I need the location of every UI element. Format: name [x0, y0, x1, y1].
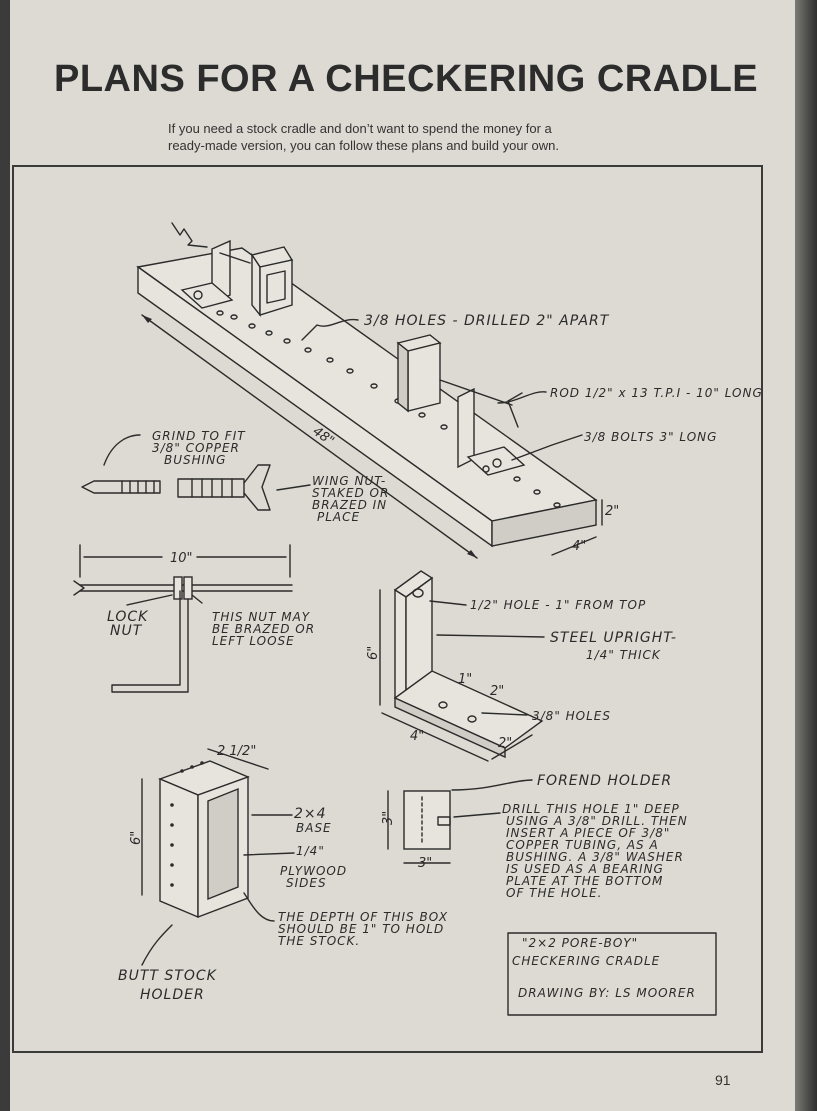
svg-text:NUT: NUT — [110, 623, 143, 639]
svg-text:LEFT LOOSE: LEFT LOOSE — [212, 634, 295, 648]
svg-text:SIDES: SIDES — [286, 876, 327, 890]
handle-length-dimension: 10" — [170, 551, 193, 566]
svg-text:STEEL UPRIGHT-: STEEL UPRIGHT- — [550, 630, 677, 646]
holder-front — [159, 777, 199, 919]
credit-line-2: CHECKERING CRADLE — [512, 954, 660, 968]
svg-text:THIS NUT MAY: THIS NUT MAY — [212, 610, 311, 624]
base-end-face — [491, 499, 597, 547]
subtitle-line-2: ready-made version, you can follow these… — [168, 138, 559, 153]
right-wing-nut-icon — [507, 392, 523, 428]
svg-text:1/4" THICK: 1/4" THICK — [586, 648, 661, 662]
forend-block-detail — [403, 790, 451, 850]
book-spine — [795, 0, 817, 1111]
left-rod — [219, 252, 251, 264]
svg-text:STAKED OR: STAKED OR — [312, 486, 389, 500]
svg-text:4": 4" — [410, 729, 424, 744]
svg-text:DRILL THIS HOLE 1" DEEP: DRILL THIS HOLE 1" DEEP — [502, 802, 680, 816]
svg-text:BASE: BASE — [296, 821, 332, 835]
svg-text:2 1/2": 2 1/2" — [217, 744, 256, 759]
svg-text:2": 2" — [498, 736, 512, 751]
svg-text:INSERT A PIECE OF 3/8": INSERT A PIECE OF 3/8" — [506, 826, 670, 840]
page-subtitle: If you need a stock cradle and don’t wan… — [168, 120, 668, 154]
butt-stock-holder: 2 1/2" 6" 2×4 BASE 1/4" PLYWOOD SIDES TH… — [118, 744, 448, 1003]
svg-text:WING NUT-: WING NUT- — [312, 474, 386, 488]
svg-text:USING A 3/8" DRILL. THEN: USING A 3/8" DRILL. THEN — [506, 814, 688, 828]
svg-text:PLATE AT THE BOTTOM: PLATE AT THE BOTTOM — [506, 874, 663, 888]
svg-text:3": 3" — [381, 811, 396, 825]
book-page: PLANS FOR A CHECKERING CRADLE If you nee… — [10, 0, 795, 1111]
credit-line-1: "2×2 PORE-BOY" — [522, 936, 638, 950]
drawing-frame — [12, 165, 763, 1053]
forend-block — [259, 259, 293, 316]
rod-label: ROD 1/2" x 13 T.P.I - 10" LONG — [550, 386, 763, 400]
svg-text:THE STOCK.: THE STOCK. — [278, 934, 360, 948]
svg-text:HOLDER: HOLDER — [140, 987, 205, 1003]
plan-drawing: 48" 2" 4" 3/8 HOLES - DRILLED 2" APART R… — [73, 222, 763, 1016]
rod-detail: GRIND TO FIT 3/8" COPPER BUSHING WING NU… — [81, 429, 389, 524]
svg-text:THE DEPTH OF THIS BOX: THE DEPTH OF THIS BOX — [278, 910, 448, 924]
svg-text:BRAZED IN: BRAZED IN — [312, 498, 387, 512]
right-rod — [439, 379, 513, 406]
svg-text:2×4: 2×4 — [294, 806, 327, 822]
forend-title: FOREND HOLDER — [537, 773, 672, 789]
upright-detail: 6" 4" 2" 1" 2" 1/2" HOLE - 1" FROM TOP S… — [366, 570, 677, 762]
svg-text:6": 6" — [366, 646, 381, 660]
svg-text:BUSHING: BUSHING — [164, 453, 226, 467]
svg-text:3": 3" — [418, 856, 432, 871]
credit-box: "2×2 PORE-BOY" CHECKERING CRADLE DRAWING… — [507, 932, 717, 1016]
height-dimension: 2" — [605, 504, 619, 519]
svg-text:2": 2" — [490, 684, 504, 699]
bolts-label: 3/8 BOLTS 3" LONG — [584, 430, 717, 444]
right-upright-foot — [466, 446, 526, 476]
svg-text:BE BRAZED OR: BE BRAZED OR — [212, 622, 315, 636]
svg-text:BUSHING. A 3/8" WASHER: BUSHING. A 3/8" WASHER — [506, 850, 684, 864]
wing-nut-icon — [243, 464, 271, 511]
svg-text:6": 6" — [129, 831, 144, 845]
svg-text:1/4": 1/4" — [296, 844, 325, 858]
svg-text:LOCK: LOCK — [107, 609, 149, 625]
svg-text:BUTT STOCK: BUTT STOCK — [118, 968, 218, 984]
main-base-board: 48" 2" 4" — [136, 222, 619, 559]
svg-text:IS USED AS A BEARING: IS USED AS A BEARING — [506, 862, 664, 876]
page-title: PLANS FOR A CHECKERING CRADLE — [54, 58, 759, 100]
lock-nut — [173, 576, 183, 600]
ground-rod-end — [81, 480, 161, 494]
length-dimension-line — [141, 314, 478, 559]
width-dimension: 4" — [572, 539, 586, 554]
svg-text:3/8" COPPER: 3/8" COPPER — [152, 441, 240, 455]
handle-detail: 10" LOCK NUT THIS NUT MAY BE BRAZED OR L… — [73, 544, 315, 693]
left-upright-foot — [180, 282, 234, 309]
base-holes — [216, 310, 561, 508]
upright-hole — [412, 588, 424, 598]
forend-holder: 3" 3" FOREND HOLDER DRILL THIS HOLE 1" D… — [381, 773, 688, 900]
left-wing-nut-icon — [171, 222, 208, 248]
holes-label: 3/8 HOLES - DRILLED 2" APART — [364, 313, 610, 329]
svg-text:COPPER TUBING, AS A: COPPER TUBING, AS A — [506, 838, 659, 852]
svg-text:3/8" HOLES: 3/8" HOLES — [532, 709, 611, 723]
svg-text:OF THE HOLE.: OF THE HOLE. — [506, 886, 602, 900]
credit-line-3: DRAWING BY: LS MOORER — [518, 986, 696, 1000]
middle-block — [407, 342, 441, 412]
svg-text:PLYWOOD: PLYWOOD — [280, 864, 347, 878]
svg-text:1": 1" — [458, 672, 472, 687]
svg-text:SHOULD BE 1" TO HOLD: SHOULD BE 1" TO HOLD — [278, 922, 444, 936]
upright-hole-label: 1/2" HOLE - 1" FROM TOP — [470, 598, 646, 612]
subtitle-line-1: If you need a stock cradle and don’t wan… — [168, 121, 552, 136]
page-number: 91 — [715, 1072, 731, 1088]
threaded-rod — [177, 478, 245, 498]
svg-text:GRIND TO FIT: GRIND TO FIT — [152, 429, 246, 443]
svg-text:PLACE: PLACE — [317, 510, 360, 524]
handle-crank — [111, 590, 189, 693]
